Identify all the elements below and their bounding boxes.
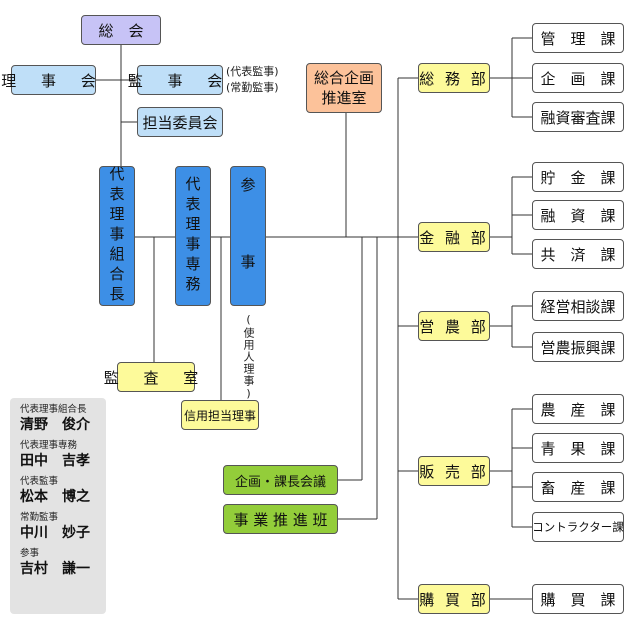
councilor-box: 参事 [230, 166, 266, 331]
officer-name: 清野 俊介 [20, 417, 90, 433]
farming-dept: 営 農 部 [418, 311, 490, 341]
officer-name: 松本 博之 [20, 489, 90, 505]
section-business-consulting: 経営相談課 [532, 291, 624, 321]
officer-role: 常勤監事 [20, 512, 59, 523]
finance-dept: 金 融 部 [418, 222, 490, 252]
board-box: 理 事 会 [1, 65, 96, 95]
section-mutual-aid: 共 済 課 [532, 239, 624, 269]
committee-box: 担当委員会 [137, 107, 223, 137]
promotion-team-box: 事 業 推 進 班 [223, 504, 338, 534]
section-management: 管 理 課 [532, 23, 624, 53]
officer-role: 代表監事 [20, 476, 59, 487]
officer-role: 代表理事組合長 [20, 404, 87, 415]
section-loans: 融 資 課 [532, 200, 624, 230]
president-box: 代表理事組合長 [99, 166, 135, 306]
auditors-note: (代表監事) (常勤監事) [226, 64, 279, 96]
representative-auditor-note: (代表監事) [226, 65, 279, 78]
planning-meeting-box: 企画・課長会議 [223, 465, 338, 495]
officer-role: 参事 [20, 548, 40, 559]
auditors-box: 監 事 会 [128, 65, 223, 95]
section-agricultural-products: 農 産 課 [532, 394, 624, 424]
general-meeting-box: 総 会 [81, 15, 161, 45]
councilor-label: 参事 [238, 177, 257, 331]
audit-office-box: 監 査 室 [104, 362, 198, 392]
general-affairs-dept: 総 務 部 [418, 63, 490, 93]
officers-list: 代表理事組合長 清野 俊介 代表理事専務 田中 吉孝 代表監事 松本 博之 常勤… [10, 398, 106, 614]
fulltime-auditor-note: (常勤監事) [226, 81, 279, 94]
officer-role: 代表理事専務 [20, 440, 78, 451]
section-contractor: コントラクター課 [532, 512, 624, 542]
section-produce: 青 果 課 [532, 433, 624, 463]
section-purchasing: 購 買 課 [532, 584, 624, 614]
managing-director-box: 代表理事専務 [175, 166, 211, 306]
officer-name: 田中 吉孝 [20, 453, 90, 469]
section-planning: 企 画 課 [532, 63, 624, 93]
credit-director-box: 信用担当理事 [181, 400, 259, 430]
officer-name: 吉村 謙一 [20, 561, 90, 577]
section-loan-review: 融資審査課 [532, 102, 624, 132]
section-savings: 貯 金 課 [532, 162, 624, 192]
section-farming-promotion: 営農振興課 [532, 332, 624, 362]
purchasing-dept: 購 買 部 [418, 584, 490, 614]
planning-office-box: 総合企画推進室 [306, 63, 382, 113]
sales-dept: 販 売 部 [418, 456, 490, 486]
officer-name: 中川 妙子 [20, 525, 90, 541]
section-livestock: 畜 産 課 [532, 472, 624, 502]
councilor-note: (使用人理事) [242, 313, 255, 401]
